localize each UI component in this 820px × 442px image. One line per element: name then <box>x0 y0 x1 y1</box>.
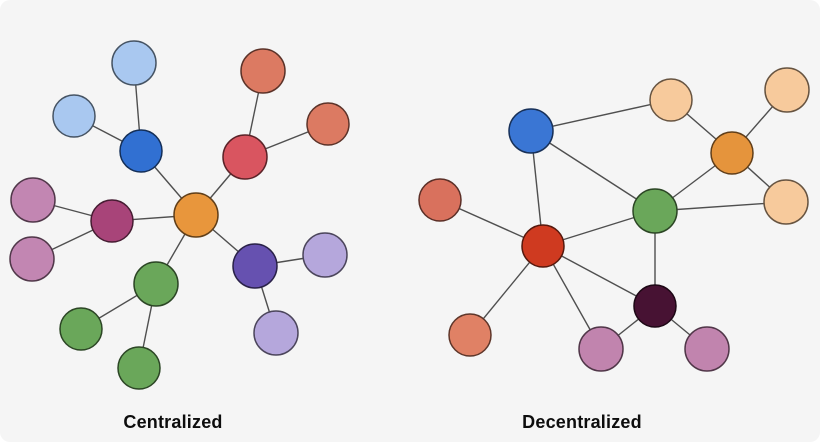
graph-node-decentralized-salmon-bottom <box>448 313 492 357</box>
graph-node-centralized-green-mid <box>133 261 179 307</box>
graph-node-decentralized-orange <box>710 131 754 175</box>
graph-edge-decentralized-blue--peach-top <box>530 99 672 132</box>
graph-node-centralized-purple <box>232 243 278 289</box>
graph-node-centralized-lavender-right <box>302 232 348 278</box>
graph-node-decentralized-peach-right <box>763 179 809 225</box>
graph-node-decentralized-pink-right <box>684 326 730 372</box>
label-centralized: Centralized <box>123 412 223 432</box>
graph-node-decentralized-maroon <box>633 284 677 328</box>
graph-node-centralized-hub-orange <box>173 192 219 238</box>
graph-node-centralized-salmon-top <box>240 48 286 94</box>
graph-node-centralized-magenta <box>90 199 134 243</box>
graph-node-centralized-green-bottom <box>117 346 161 390</box>
graph-node-decentralized-green <box>632 188 678 234</box>
graph-node-centralized-salmon-right <box>306 102 350 146</box>
graph-node-centralized-lightblue-top <box>111 40 157 86</box>
graph-node-decentralized-peach-topright <box>764 67 810 113</box>
graph-node-centralized-lightblue-left <box>52 94 96 138</box>
label-decentralized: Decentralized <box>522 412 642 432</box>
graph-node-centralized-pink-top <box>10 177 56 223</box>
graph-node-centralized-blue <box>119 129 163 173</box>
graph-node-centralized-rose <box>222 134 268 180</box>
graph-node-centralized-pink-bottom <box>9 236 55 282</box>
graph-node-centralized-lavender-bottom <box>253 310 299 356</box>
graph-edge-decentralized-blue--green <box>530 130 656 212</box>
graph-node-decentralized-salmon-left <box>418 178 462 222</box>
graph-node-decentralized-blue <box>508 108 554 154</box>
graph-node-centralized-green-left <box>59 307 103 351</box>
graph-node-decentralized-red-hub <box>521 224 565 268</box>
graph-node-decentralized-peach-top <box>649 78 693 122</box>
graph-node-decentralized-pink-left <box>578 326 624 372</box>
